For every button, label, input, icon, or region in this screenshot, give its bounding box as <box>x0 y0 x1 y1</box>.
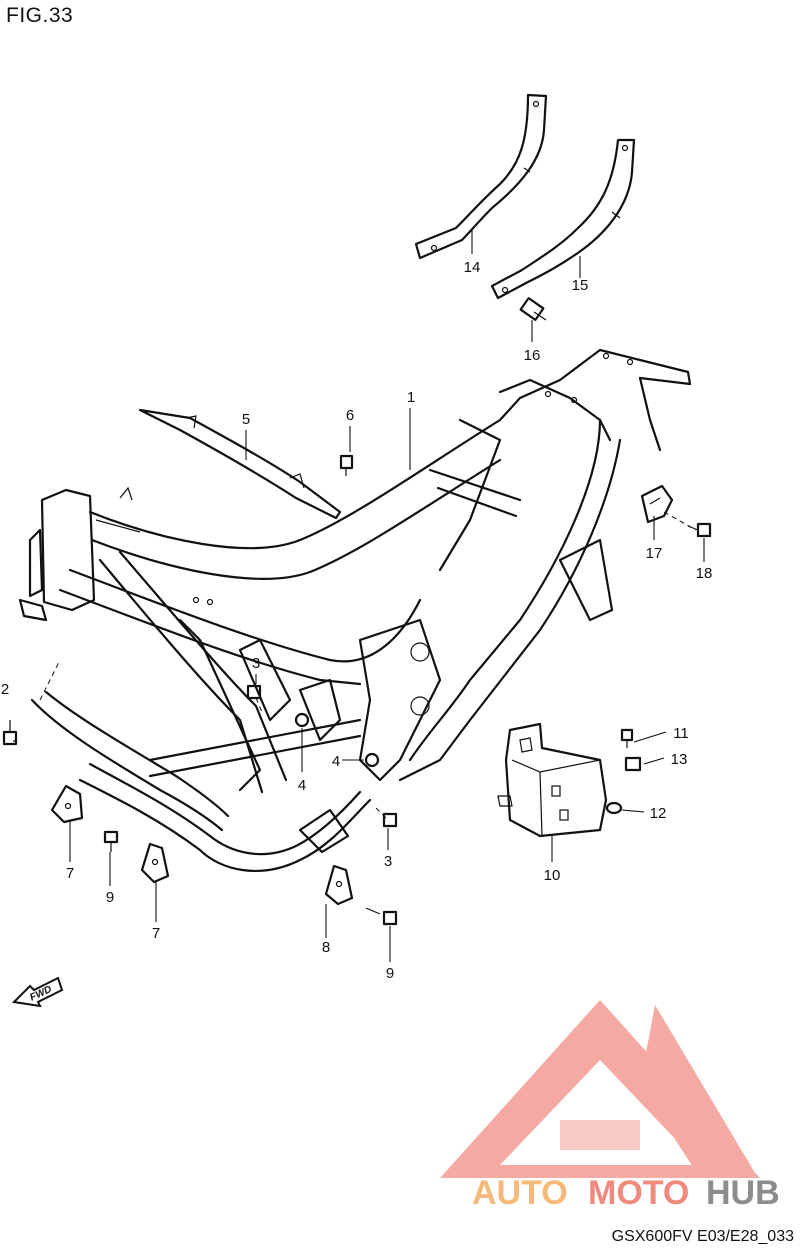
callout-17: 17 <box>646 545 663 562</box>
callout-11: 11 <box>673 725 689 742</box>
part-9-bolt-icon <box>365 907 398 926</box>
part-4-nut-icon <box>364 752 380 768</box>
leader-lines <box>13 230 705 962</box>
callout-1: 1 <box>407 389 415 406</box>
callout-12: 12 <box>650 805 667 822</box>
fwd-arrow-icon: FWD <box>11 976 64 1008</box>
part-15-seat-rail <box>490 138 636 300</box>
callouts: 1 2 3 3 4 4 5 6 7 7 8 9 9 10 11 12 13 14… <box>1 259 713 982</box>
callout-18: 18 <box>696 565 713 582</box>
callout-9: 9 <box>106 889 114 906</box>
part-10-battery-holder <box>497 722 608 838</box>
part-17-cap-icon <box>640 484 674 524</box>
part-front-cradle <box>30 690 372 872</box>
callout-4: 4 <box>332 753 340 770</box>
callout-9: 9 <box>386 965 394 982</box>
watermark-logo-icon <box>440 1000 760 1178</box>
watermark-text: AUTO MOTO HUB <box>472 1174 780 1212</box>
callout-15: 15 <box>572 277 589 294</box>
part-18-bolt-icon <box>687 522 712 538</box>
part-5-bracket <box>138 408 342 520</box>
part-4-nut-icon <box>294 712 310 728</box>
part-14-seat-rail <box>414 93 548 260</box>
callout-4: 4 <box>298 777 306 794</box>
watermark-auto: AUTO <box>472 1174 568 1212</box>
callout-5: 5 <box>242 411 250 428</box>
part-7-bracket <box>50 784 84 824</box>
part-6-bolt-icon <box>339 454 354 476</box>
part-16-bolt-icon <box>519 297 547 321</box>
callout-10: 10 <box>544 867 561 884</box>
diagram-code: GSX600FV E03/E28_033 <box>611 1228 794 1245</box>
part-2-bolt-icon <box>2 720 18 746</box>
part-8-bracket <box>324 864 354 906</box>
callout-8: 8 <box>322 939 330 956</box>
watermark-moto: MOTO <box>588 1174 689 1212</box>
part-7-bracket <box>140 842 170 884</box>
part-12-cushion-icon <box>605 801 623 815</box>
part-3-bolt-icon <box>246 684 262 700</box>
callout-16: 16 <box>524 347 541 364</box>
part-13-cushion-icon <box>624 756 642 772</box>
callout-6: 6 <box>346 407 354 424</box>
figure-title: FIG.33 <box>6 4 74 27</box>
watermark-hub: HUB <box>706 1174 780 1212</box>
callout-7: 7 <box>152 925 160 942</box>
callout-2: 2 <box>1 681 9 698</box>
part-3-bolt-icon <box>382 812 398 828</box>
part-11-clip-icon <box>620 728 634 748</box>
callout-7: 7 <box>66 865 74 882</box>
part-9-bolt-icon <box>103 830 119 852</box>
callout-3: 3 <box>384 853 392 870</box>
callout-14: 14 <box>464 259 481 276</box>
part-1-main-frame <box>18 348 692 794</box>
callout-3: 3 <box>252 655 260 672</box>
callout-13: 13 <box>671 751 688 768</box>
